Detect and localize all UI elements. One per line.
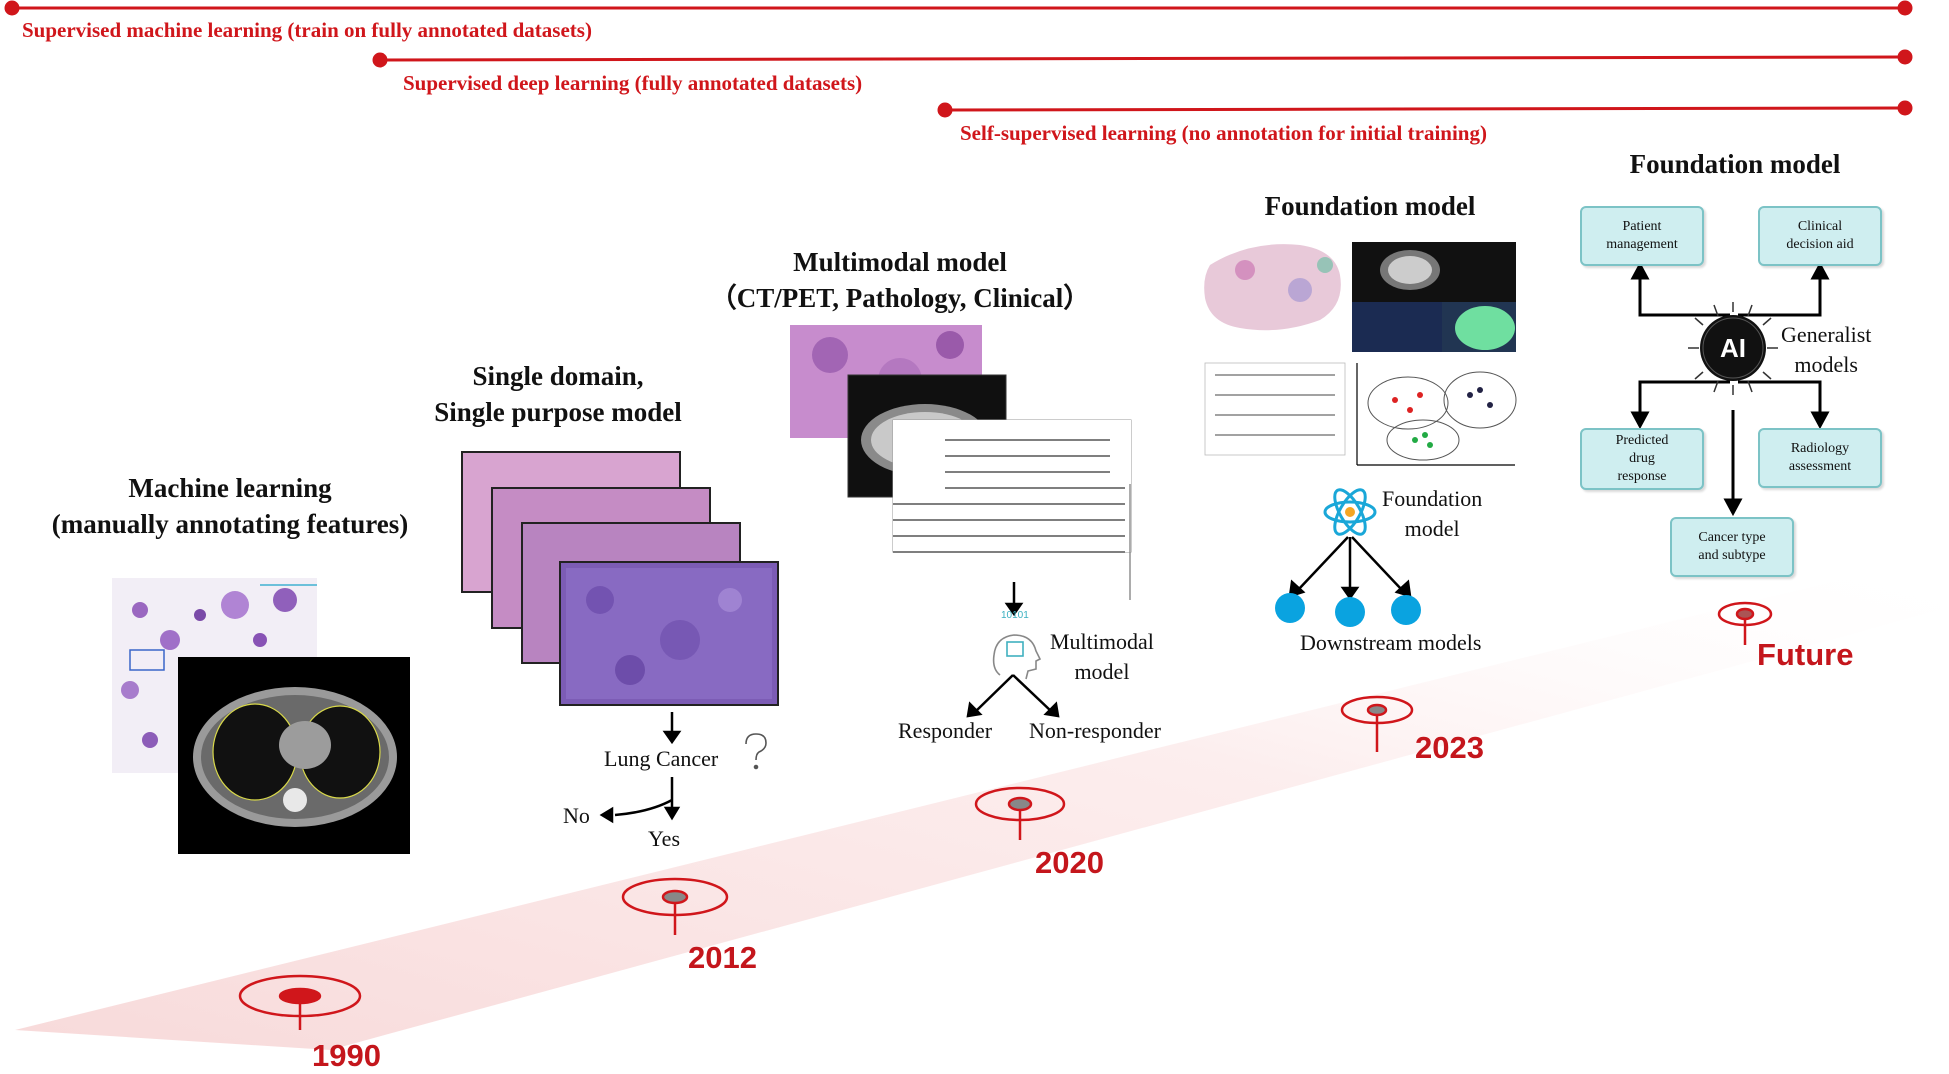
year-1990: 1990 — [312, 1038, 381, 1073]
multimodal-model-label: Multimodal model — [1050, 629, 1154, 684]
era-line-self-supervised — [937, 100, 1913, 118]
year-2012: 2012 — [688, 940, 757, 975]
year-2020: 2020 — [1035, 845, 1104, 880]
year-2023: 2023 — [1415, 730, 1484, 765]
question-mark-icon — [745, 733, 767, 770]
stage-title-multimodal: Multimodal model （CT/PET, Pathology, Cli… — [709, 247, 1091, 313]
yes-label: Yes — [648, 826, 681, 851]
arrow-decision-2012 — [599, 777, 681, 824]
downstream-node-3 — [1391, 595, 1421, 625]
foundation-images-2023 — [1204, 242, 1517, 466]
arrow-to-lung-cancer — [662, 712, 682, 745]
era-label-supervised-ml: Supervised machine learning (train on fu… — [22, 18, 592, 42]
marker-future — [1717, 601, 1773, 645]
ct-scan-image-1990 — [178, 657, 410, 854]
no-label: No — [563, 803, 590, 828]
stage-title-single: Single domain, Single purpose model — [434, 361, 682, 427]
marker-2012 — [621, 877, 729, 935]
lung-cancer-label: Lung Cancer — [604, 746, 719, 771]
generalist-models-label: Generalist models — [1781, 322, 1872, 377]
atom-icon — [1323, 488, 1377, 536]
clinical-table-image-2020 — [893, 439, 1131, 600]
non-responder-label: Non-responder — [1029, 718, 1161, 743]
era-label-supervised-dl: Supervised deep learning (fully annotate… — [403, 71, 863, 95]
marker-1990 — [238, 974, 362, 1030]
binary-code-label: 10101 — [1001, 610, 1029, 621]
downstream-node-1 — [1275, 593, 1305, 623]
era-line-supervised-dl — [372, 49, 1913, 68]
ai-hub-arrows — [1630, 261, 1830, 517]
marker-2023 — [1340, 695, 1414, 752]
downstream-models-label: Downstream models — [1300, 630, 1482, 655]
foundation-model-label: Foundation model — [1382, 486, 1483, 541]
ai-chip-label: AI — [1720, 333, 1746, 363]
stage-title-foundation-2023: Foundation model — [1264, 191, 1476, 221]
arrows-to-downstream — [1288, 536, 1412, 601]
multimodal-image-stack-2020 — [790, 325, 1132, 553]
year-future: Future — [1757, 637, 1854, 672]
head-brain-icon — [992, 634, 1042, 680]
downstream-node-2 — [1335, 597, 1365, 627]
era-label-self-supervised: Self-supervised learning (no annotation … — [960, 121, 1487, 145]
stage-title-foundation-future: Foundation model — [1629, 149, 1841, 179]
arrow-decision-2020 — [966, 674, 1060, 718]
ai-chip-icon — [1688, 302, 1778, 395]
stage-title-ml: Machine learning (manually annotating fe… — [51, 473, 409, 539]
progress-ribbon — [15, 555, 1940, 1050]
marker-2020 — [974, 786, 1066, 840]
responder-label: Responder — [898, 718, 993, 743]
era-line-supervised-ml — [4, 0, 1913, 16]
pathology-slide-stack-2012 — [461, 451, 779, 706]
arrow-to-multimodal-model — [1004, 582, 1024, 617]
